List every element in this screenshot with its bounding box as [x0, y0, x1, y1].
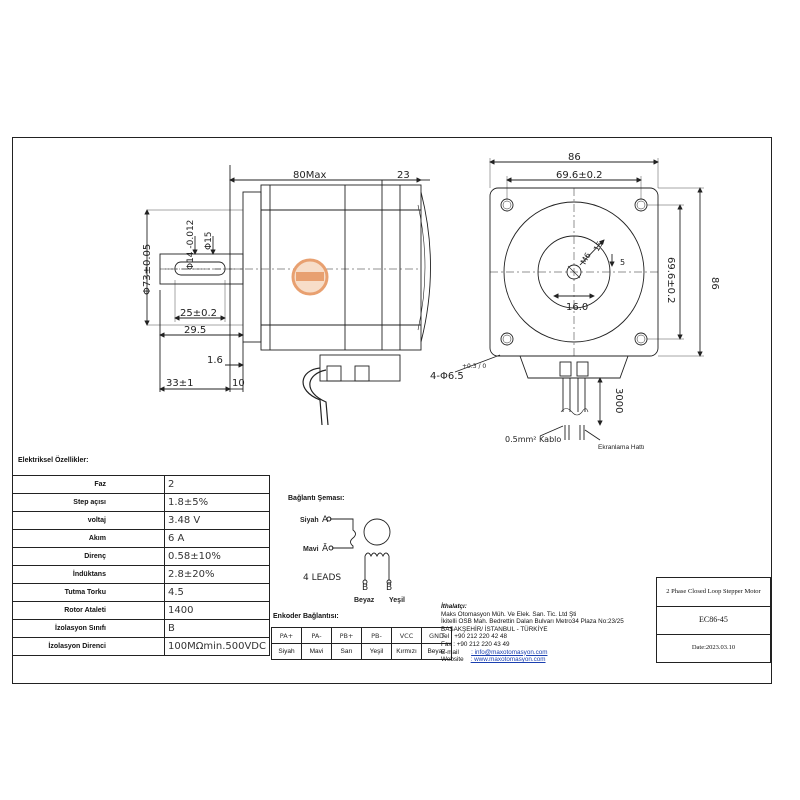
- email-link[interactable]: : info@maxotomasyon.com: [471, 648, 548, 656]
- dim-step: 1.6: [207, 355, 223, 366]
- dim-shaft-out: 33±1: [166, 378, 193, 389]
- dim-hole-spacing-v: 69.6±0.2: [665, 257, 676, 304]
- model-number: EC86-45: [657, 606, 770, 635]
- drawing-date: Date:2023.03.10: [691, 644, 736, 651]
- shield-label: Ekranlama Hattı: [598, 444, 645, 451]
- dim-shaft-len: 23: [397, 170, 410, 181]
- wire-blue-letter: Ā: [322, 543, 329, 554]
- dim-flange-dia: Φ73±0.05: [142, 244, 153, 295]
- dim-width: 86: [568, 152, 581, 163]
- website-link[interactable]: : www.maxotomasyon.com: [470, 656, 546, 664]
- dim-hole-spacing: 69.6±0.2: [556, 170, 603, 181]
- wiring-title: Bağlantı Şeması:: [288, 495, 345, 502]
- title-block: 2 Phase Closed Loop Stepper Motor EC86-4…: [656, 577, 771, 663]
- wire-leads: 4 LEADS: [303, 573, 341, 583]
- wire-white-letter: B: [362, 583, 368, 593]
- side-view: [454, 158, 704, 441]
- sheet-border: [12, 137, 772, 684]
- encoder-title: Enkoder Bağlantısı:: [273, 613, 339, 620]
- dim-shaft-dia: Φ14 -0.012: [186, 220, 196, 270]
- dim-cable-len: 3000: [613, 388, 624, 413]
- wire-yellow: Yeşil: [389, 597, 405, 604]
- wire-white: Beyaz: [354, 597, 375, 604]
- dim-holes: 4-Φ6.5: [430, 371, 464, 382]
- dim-key: 5: [620, 258, 625, 267]
- wire-black: Siyah: [300, 517, 319, 524]
- wire-black-letter: A: [322, 515, 329, 525]
- dim-height: 86: [709, 277, 720, 290]
- dim-holes-tol: +0.3 / 0: [462, 363, 486, 370]
- importer-info: İthalatçı: Maks Otomasyon Müh. Ve Elek. …: [441, 603, 624, 664]
- front-view: [144, 165, 431, 426]
- dim-shaft-dia-small: Φ15: [204, 231, 214, 250]
- product-description: 2 Phase Closed Loop Stepper Motor: [657, 578, 770, 607]
- wiring-diagram: [326, 516, 392, 585]
- dim-length: 80Max: [293, 170, 326, 181]
- dim-shaft-total: 29.5: [184, 325, 206, 336]
- dim-thread-depth: 15: [592, 240, 605, 253]
- dim-key-len: 25±0.2: [180, 308, 217, 319]
- dim-flange-thk: 10: [232, 378, 245, 389]
- specs-title: Elektriksel Özellikler:: [18, 457, 89, 464]
- wire-yellow-letter: B̄: [386, 581, 392, 593]
- wire-blue: Mavi: [303, 546, 319, 553]
- dim-shaft: 16.0: [566, 302, 588, 313]
- cable-label: 0.5mm² Kablo: [505, 435, 561, 444]
